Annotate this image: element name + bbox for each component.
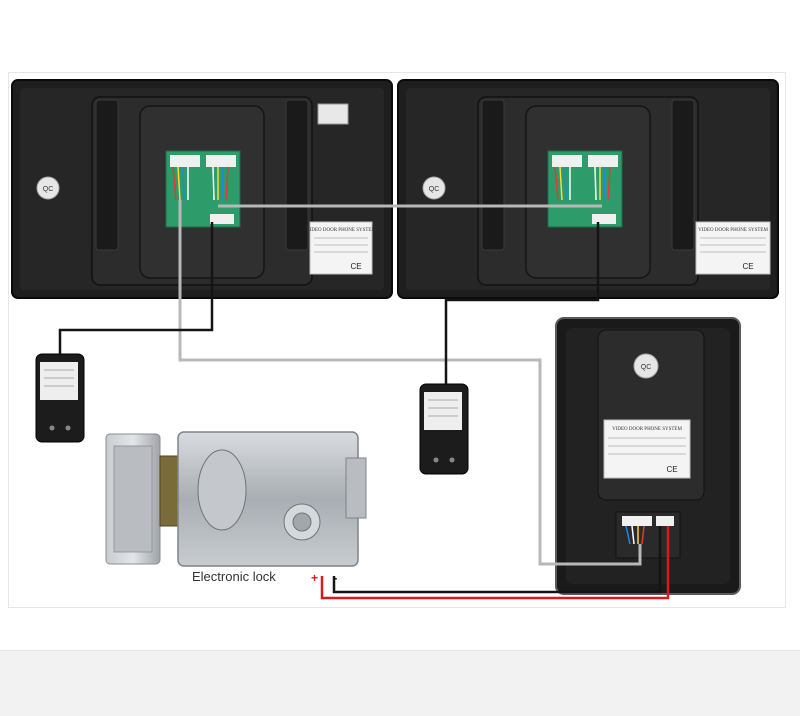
electronic-lock <box>105 431 367 567</box>
wire-gray-main <box>178 200 642 566</box>
wire-black-power-2 <box>444 222 600 384</box>
spec-label <box>695 221 771 275</box>
spec-label <box>603 419 691 479</box>
wire-black-lock <box>332 526 662 594</box>
power-adapter-1 <box>35 353 85 443</box>
plus-marker: + <box>311 571 318 585</box>
svg-text:VIDEO DOOR PHONE SYSTEM: VIDEO DOOR PHONE SYSTEM <box>306 228 376 233</box>
minus-marker: - <box>333 570 337 585</box>
terminal-block <box>622 516 652 526</box>
svg-text:VIDEO DOOR PHONE SYSTEM: VIDEO DOOR PHONE SYSTEM <box>698 228 768 233</box>
svg-text:QC: QC <box>429 186 440 193</box>
power-adapter-2 <box>419 383 469 475</box>
indoor-monitor-1: QC VIDEO DOOR PHONE SYSTEM CE <box>11 79 393 299</box>
qc-sticker <box>422 176 446 200</box>
svg-text:QC: QC <box>641 364 652 371</box>
qc-sticker <box>36 176 60 200</box>
qc-sticker <box>633 353 659 379</box>
svg-text:CE: CE <box>666 465 677 474</box>
wire-black-power-1 <box>58 222 214 354</box>
footer-band <box>0 650 800 716</box>
svg-text:CE: CE <box>350 262 361 271</box>
electronic-lock-label: Electronic lock <box>192 569 276 584</box>
wire-red-lock <box>320 526 670 600</box>
indoor-monitor-2: QC VIDEO DOOR PHONE SYSTEM CE <box>397 79 779 299</box>
spec-label <box>309 221 373 275</box>
terminal-block <box>656 516 674 526</box>
outdoor-camera-unit: QC VIDEO DOOR PHONE SYSTEM CE <box>555 317 741 595</box>
svg-text:CE: CE <box>742 262 753 271</box>
svg-text:VIDEO DOOR PHONE SYSTEM: VIDEO DOOR PHONE SYSTEM <box>612 427 682 432</box>
svg-text:QC: QC <box>43 186 54 193</box>
